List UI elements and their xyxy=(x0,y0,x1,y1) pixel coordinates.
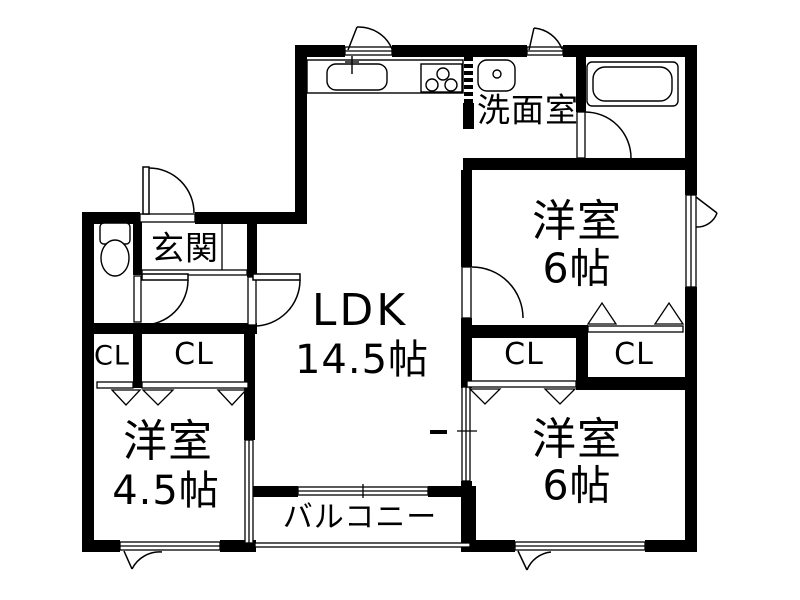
closet-folding-doors xyxy=(96,301,685,406)
casement-mark-washroom xyxy=(528,27,563,51)
room-label-balcony: バルコニー xyxy=(282,500,438,535)
room-label-bedroom-se: 洋室 xyxy=(532,414,622,465)
wall xyxy=(82,212,94,552)
toilet-icon xyxy=(99,222,131,277)
wall xyxy=(685,287,697,552)
room-label-entrance: 玄関 xyxy=(151,228,219,268)
toilet-door xyxy=(141,273,189,326)
doors xyxy=(123,26,718,571)
wall xyxy=(82,323,257,334)
wall xyxy=(461,318,472,388)
closet-door-fold xyxy=(586,301,618,325)
wall xyxy=(252,486,298,497)
closet-label-2: CL xyxy=(174,337,214,372)
wash-basin-icon xyxy=(477,59,516,92)
wall xyxy=(392,45,527,57)
closet-label-4: CL xyxy=(614,337,654,372)
casement-mark-se-window xyxy=(517,550,552,571)
door-handle-mark xyxy=(430,430,447,434)
closet-door-rail xyxy=(587,325,684,333)
closet-label-1: CL xyxy=(94,340,130,372)
wall xyxy=(82,540,120,552)
bedroom-ne-door xyxy=(471,266,524,319)
room-size-ldk: 14.5帖 xyxy=(294,337,430,383)
room-label-ldk: LDK xyxy=(311,285,409,336)
doorway xyxy=(133,275,142,323)
closet-door-fold xyxy=(653,301,685,325)
wall xyxy=(685,45,697,195)
entrance-step xyxy=(141,269,248,276)
wall xyxy=(645,540,697,552)
wall xyxy=(133,334,142,388)
wall xyxy=(576,325,588,390)
stove-icon xyxy=(420,63,463,93)
wall xyxy=(295,45,345,57)
wall xyxy=(461,170,472,267)
doorway xyxy=(461,266,472,319)
closet-door-fold xyxy=(216,389,248,406)
casement-mark-sw-window xyxy=(123,550,163,570)
wall xyxy=(461,325,588,338)
wall xyxy=(428,486,476,497)
wall xyxy=(588,377,685,390)
closet-door-fold xyxy=(543,388,577,405)
room-size-bedroom-ne: 6帖 xyxy=(542,244,612,293)
closet-door-rail xyxy=(466,380,577,388)
kitchen-sink-icon xyxy=(326,63,388,91)
walls xyxy=(82,45,697,552)
wall xyxy=(463,158,697,170)
wall xyxy=(465,486,476,552)
entrance-threshold xyxy=(139,213,196,223)
wall xyxy=(247,212,257,277)
closet-label-3: CL xyxy=(504,337,544,372)
room-size-bedroom-sw: 4.5帖 xyxy=(112,468,220,514)
wall xyxy=(244,334,255,440)
wall xyxy=(563,45,697,57)
closet-door-rail xyxy=(96,381,134,389)
room-label-bedroom-sw: 洋室 xyxy=(123,416,213,467)
ldk-door xyxy=(252,273,301,327)
wall xyxy=(295,45,307,224)
bathtub-icon xyxy=(586,61,679,107)
kitchen-counter-icon xyxy=(306,56,464,94)
doorway xyxy=(247,276,257,326)
bathroom-door xyxy=(584,111,632,159)
entrance-door xyxy=(142,166,195,215)
wall xyxy=(576,57,586,112)
room-label-washroom: 洗面室 xyxy=(477,90,579,130)
wall xyxy=(133,222,142,275)
balcony-edge xyxy=(254,542,471,548)
closet-door-fold xyxy=(110,389,142,406)
room-label-bedroom-ne: 洋室 xyxy=(532,196,622,247)
closet-door-rail xyxy=(141,381,249,389)
doorway xyxy=(576,111,586,159)
wall xyxy=(82,212,140,224)
casement-mark-kitchen xyxy=(347,26,393,51)
closet-door-fold xyxy=(141,389,175,406)
fixtures xyxy=(99,56,679,277)
room-size-bedroom-se: 6帖 xyxy=(542,461,612,510)
closet-door-fold xyxy=(468,388,502,405)
casement-mark-ne-window xyxy=(695,196,718,228)
wall xyxy=(463,103,474,129)
windows xyxy=(119,46,697,551)
